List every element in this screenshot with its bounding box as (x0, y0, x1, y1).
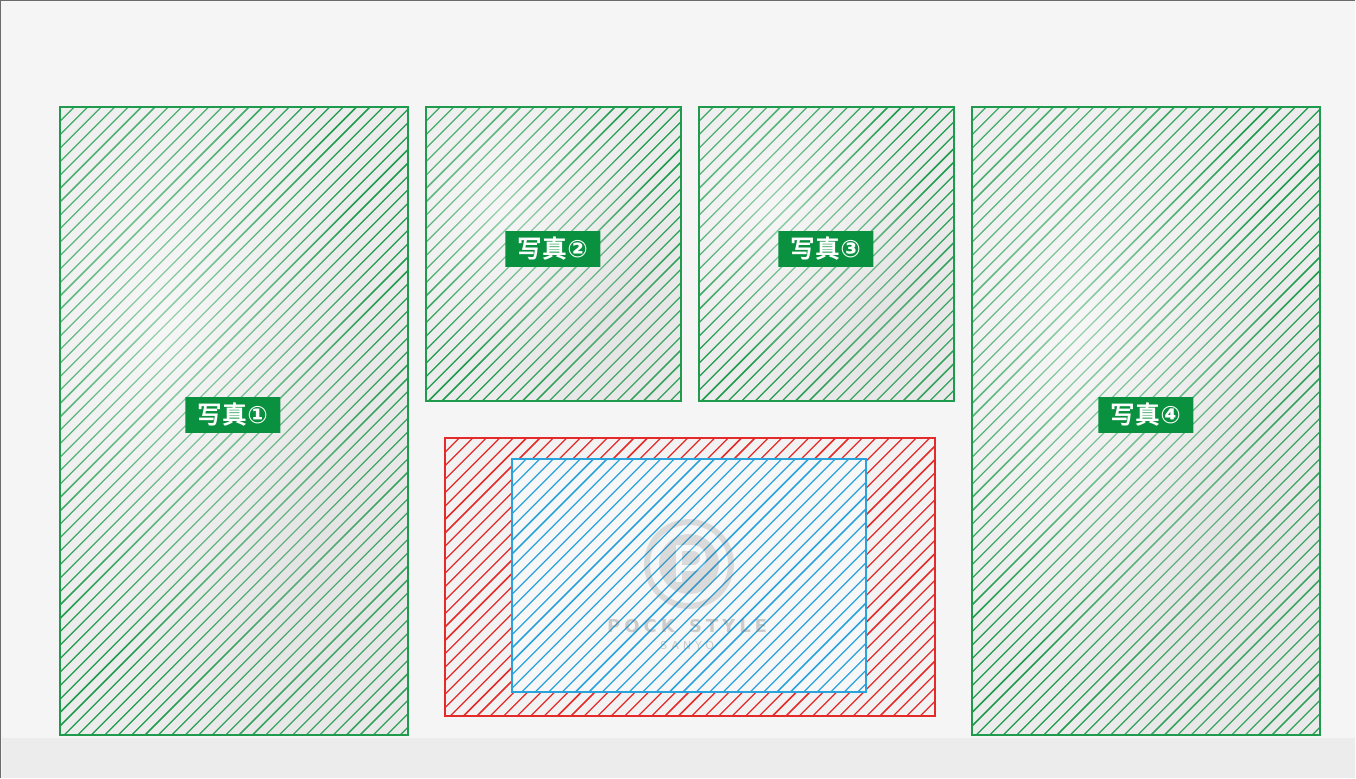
photo-label-3: 写真③ (778, 231, 874, 267)
photo-label-4: 写真④ (1098, 397, 1194, 433)
card-safe-area (511, 458, 867, 693)
photo-label-2: 写真② (505, 231, 601, 267)
bottom-strip (2, 738, 1355, 778)
photo-label-1: 写真① (185, 397, 281, 433)
